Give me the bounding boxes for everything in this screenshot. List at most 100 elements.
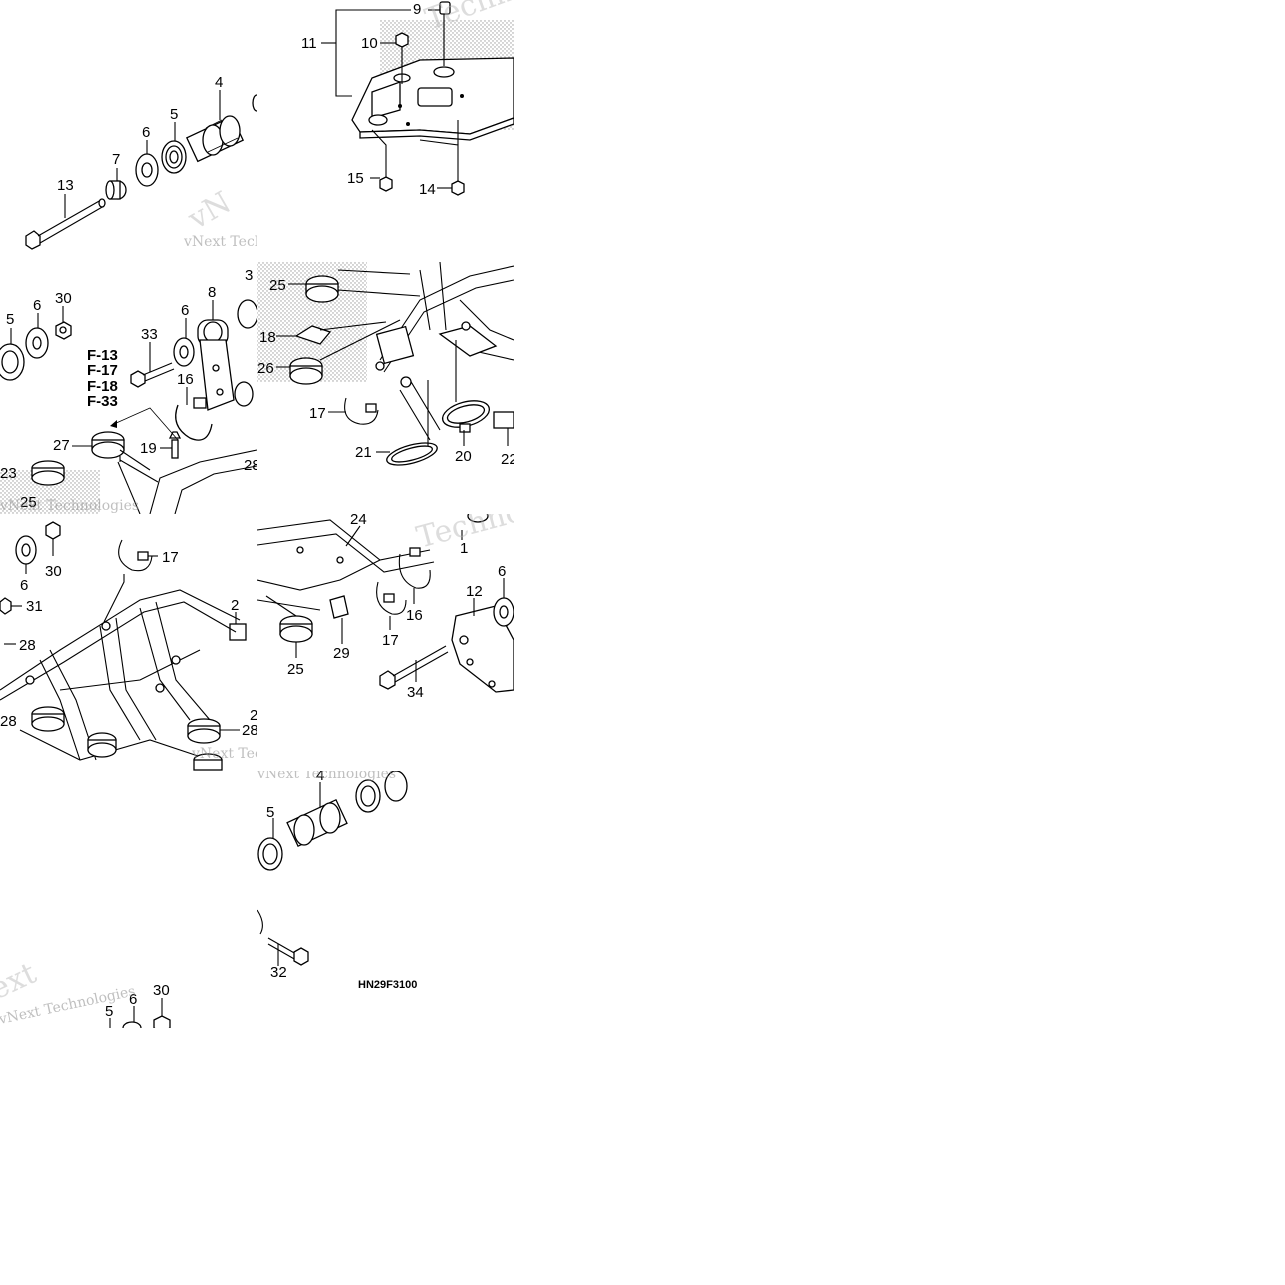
part-washer xyxy=(384,771,408,802)
watermark-large: Techno xyxy=(413,494,527,556)
callout-6: 6 xyxy=(498,563,506,580)
callout-26: 26 xyxy=(257,360,274,377)
part-washer xyxy=(173,337,195,367)
part-nut xyxy=(45,521,61,540)
callout-28: 28 xyxy=(244,457,261,474)
callout-14: 14 xyxy=(419,181,436,198)
part-mount xyxy=(234,299,257,407)
callout-7: 7 xyxy=(112,151,120,168)
callout-6: 6 xyxy=(129,991,137,1008)
callout-1: 1 xyxy=(460,540,468,557)
part-clip xyxy=(168,431,182,459)
callout-6: 6 xyxy=(20,577,28,594)
callout-25: 25 xyxy=(20,494,37,511)
part-spacer xyxy=(105,180,127,200)
part-washer xyxy=(15,535,37,565)
callout-15: 15 xyxy=(347,170,364,187)
part-bearing xyxy=(161,140,187,174)
part-pipe-clamp xyxy=(31,706,65,732)
callout-13: 13 xyxy=(57,177,74,194)
part-mount xyxy=(467,514,489,523)
callout-3: 3 xyxy=(245,267,253,284)
callout-17: 17 xyxy=(382,632,399,649)
part-pipe-clamp xyxy=(91,431,125,459)
callout-2: 2 xyxy=(231,597,239,614)
part-bolt-top xyxy=(439,1,451,15)
callout-28: 28 xyxy=(242,722,259,739)
part-clamp xyxy=(229,623,247,641)
tile-rear-mount: 24 1 6 12 16 17 25 29 34 Techno xyxy=(257,494,527,701)
part-nut xyxy=(0,597,12,615)
part-hose-clamp xyxy=(344,397,379,425)
callout-4: 4 xyxy=(215,74,223,91)
callout-16: 16 xyxy=(406,607,423,624)
callout-32: 32 xyxy=(270,964,287,981)
callout-28: 28 xyxy=(0,713,17,730)
callout-25: 25 xyxy=(269,277,286,294)
callout-20: 20 xyxy=(455,448,472,465)
watermark: vNext Technologies xyxy=(191,746,331,762)
tile-shaft-lower: 4 5 32 HN29F3100 vNext Technologies xyxy=(257,771,417,991)
part-pipe-clamp xyxy=(193,753,223,771)
callout-30: 30 xyxy=(55,290,72,307)
diagram-code: HN29F3100 xyxy=(358,979,417,991)
part-bearing xyxy=(355,779,381,813)
callout-9: 9 xyxy=(413,1,421,18)
part-skid-plate xyxy=(351,57,514,141)
front-direction-arrow: FR. xyxy=(262,177,314,218)
part-washer xyxy=(135,153,159,187)
part-washer xyxy=(493,597,514,627)
part-gear-shaft xyxy=(286,798,348,848)
part-hose-clamp xyxy=(376,581,407,615)
part-nut xyxy=(55,321,72,340)
part-pipe-clamp xyxy=(87,732,117,758)
callout-22: 22 xyxy=(501,451,518,468)
tile-main-frame: 30 6 31 17 2 28 28 28 2 vNext Technologi… xyxy=(0,521,331,771)
ref-page-label: F-13 xyxy=(87,347,118,364)
watermark-large: ext xyxy=(0,956,42,1007)
watermark: vNext Technologies xyxy=(183,234,323,250)
part-bolt-15 xyxy=(379,168,393,192)
part-gear-shaft xyxy=(185,94,257,163)
part-bolt xyxy=(130,362,175,388)
part-pipe-clamp xyxy=(289,357,323,385)
callout-29: 29 xyxy=(333,645,350,662)
ref-page-label: F-17 xyxy=(87,362,118,379)
callout-6: 6 xyxy=(142,124,150,141)
part-pipe-clamp xyxy=(305,275,339,303)
callout-30: 30 xyxy=(45,563,62,580)
callout-2: 2 xyxy=(250,707,258,724)
callout-8: 8 xyxy=(208,284,216,301)
part-bearing xyxy=(257,837,283,871)
front-label: FR. xyxy=(287,177,314,201)
callout-25: 25 xyxy=(287,661,304,678)
part-engine-mount-bracket xyxy=(197,319,235,411)
part-pipe-clamp xyxy=(187,718,221,744)
part-pipe-clamp xyxy=(279,615,313,643)
part-bolt-long xyxy=(379,645,449,690)
watermark-large: vN xyxy=(182,185,238,237)
part-hose-clamp xyxy=(118,539,153,572)
callout-23: 23 xyxy=(0,465,17,482)
part-clamp xyxy=(175,397,213,441)
part-frame xyxy=(257,519,435,619)
callout-31: 31 xyxy=(26,598,43,615)
callout-28: 28 xyxy=(19,637,36,654)
ref-page-label: F-33 xyxy=(87,393,118,410)
callout-33: 33 xyxy=(141,326,158,343)
tile-shaft-assembly: 13 7 6 5 4 FR. vNext Technologies vN xyxy=(25,74,323,250)
part-hose-band xyxy=(386,442,438,466)
callout-5: 5 xyxy=(6,311,14,328)
part-washer xyxy=(25,327,49,359)
part-clamp-bracket xyxy=(294,325,332,345)
callout-19: 19 xyxy=(140,440,157,457)
callout-5: 5 xyxy=(105,1003,113,1020)
callout-30: 30 xyxy=(153,982,170,999)
part-bolt xyxy=(257,909,309,966)
part-nut xyxy=(395,32,409,48)
callout-5: 5 xyxy=(170,106,178,123)
callout-16: 16 xyxy=(177,371,194,388)
callout-21: 21 xyxy=(355,444,372,461)
callout-5: 5 xyxy=(266,804,274,821)
